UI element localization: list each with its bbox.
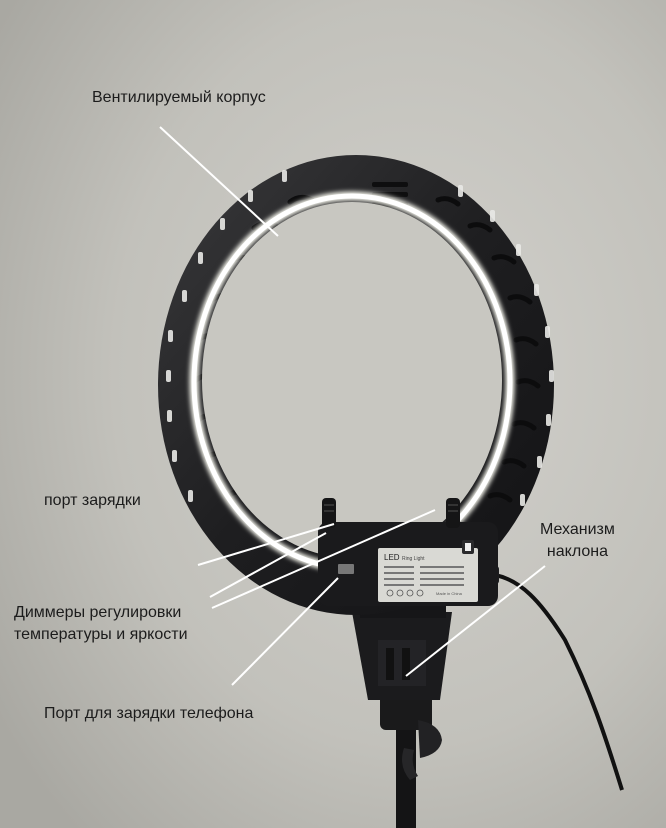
label-tilt-mechanism: Механизм наклона xyxy=(540,519,615,563)
label-dimmers-line2: температуры и яркости xyxy=(14,626,188,643)
ring-opening xyxy=(202,202,502,558)
callout-line-ventilated-body xyxy=(159,126,279,237)
dimmer-knob-temperature xyxy=(322,498,336,528)
label-charging-port: порт зарядки xyxy=(44,492,141,509)
callout-line-dimmer-right xyxy=(211,509,436,609)
power-cable xyxy=(494,573,624,791)
tilt-bracket xyxy=(352,604,452,700)
label-tilt-line2: наклона xyxy=(546,543,608,560)
label-phone-charging-port: Порт для зарядки телефона xyxy=(44,705,254,722)
callout-line-tilt xyxy=(405,565,546,677)
label-dimmers-line1: Диммеры регулировки xyxy=(14,604,182,621)
callout-line-charging-port xyxy=(197,523,335,566)
spec-label xyxy=(378,548,478,602)
vent-notches xyxy=(166,170,554,506)
control-box: LED Ring Light Made in China xyxy=(318,498,498,606)
usb-port xyxy=(338,564,354,574)
label-ventilated-body: Вентилируемый корпус xyxy=(92,89,266,106)
brand-mark: LED xyxy=(384,553,400,562)
callout-line-dimmer-left xyxy=(209,532,327,598)
callout-lines xyxy=(159,126,546,686)
made-in-label: Made in China xyxy=(436,591,463,596)
dimmer-knob-brightness xyxy=(446,498,460,528)
label-dimmers: Диммеры регулировки температуры и яркост… xyxy=(14,602,188,646)
label-tilt-line1: Механизм xyxy=(540,521,615,538)
callout-line-phone-port xyxy=(231,577,339,686)
product-line: Ring Light xyxy=(402,556,425,562)
